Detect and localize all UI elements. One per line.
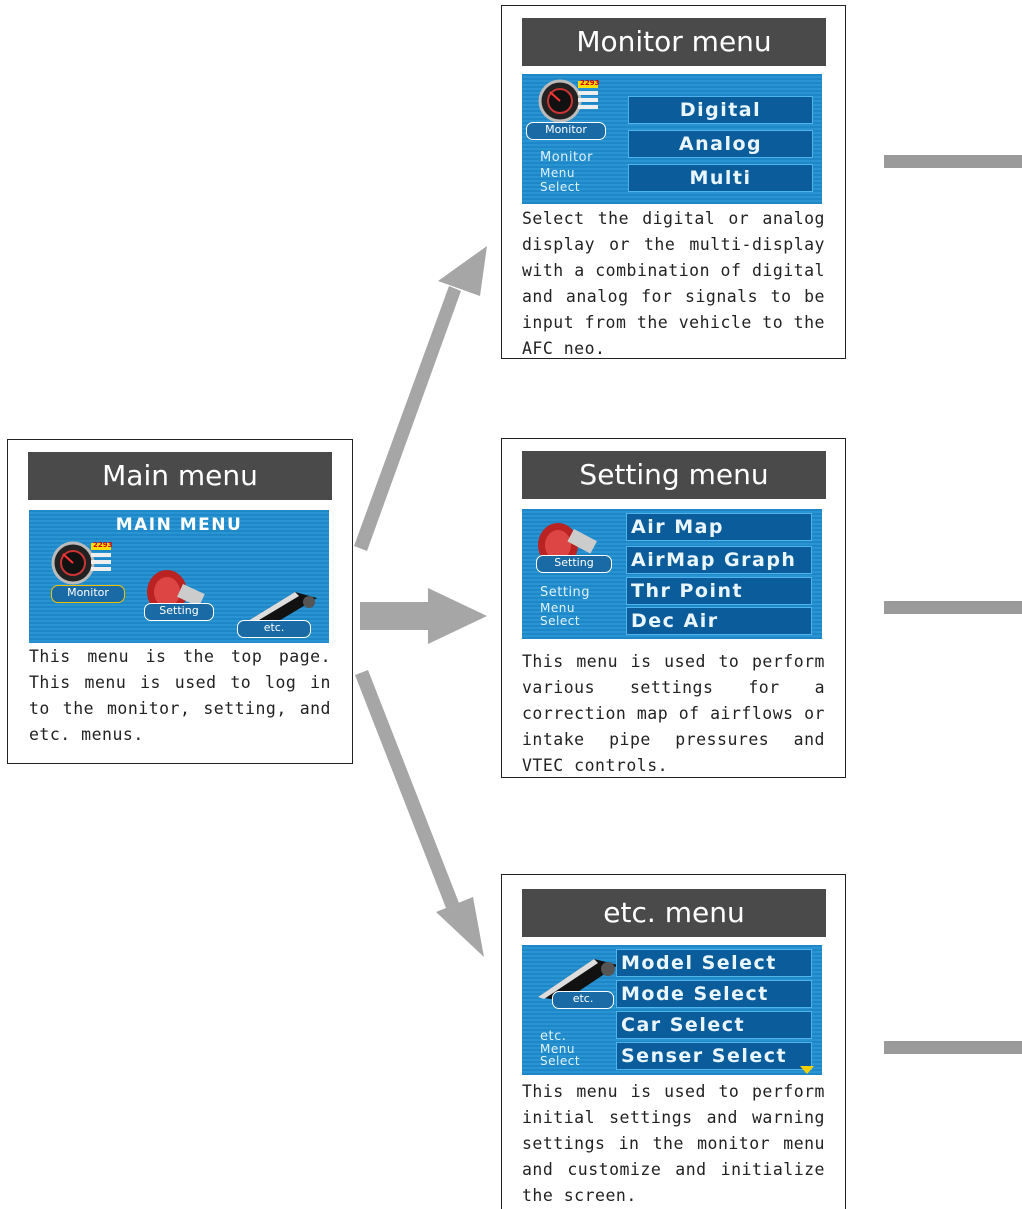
setting-icon-label[interactable]: Setting — [144, 603, 214, 621]
monitor-option-multi[interactable]: Multi — [628, 164, 813, 192]
monitor-side-label-2: Menu — [540, 166, 575, 180]
etc-connector-bar — [884, 1041, 1022, 1054]
car-unit-icon — [538, 959, 618, 1001]
main-gauge-readout: 2293 — [93, 541, 113, 549]
monitor-badge: Monitor — [526, 122, 606, 140]
car-unit-icon — [243, 592, 317, 628]
setting-option-dec-air[interactable]: Dec Air — [626, 607, 812, 635]
setting-option-air-map[interactable]: Air Map — [626, 513, 812, 541]
arrow-to-setting-icon — [360, 588, 487, 644]
etc-menu-card: etc. menu etc. etc. Menu Select Model Se… — [501, 874, 846, 1209]
setting-menu-description: This menu is used to perform various set… — [522, 652, 825, 775]
monitor-option-digital[interactable]: Digital — [628, 96, 813, 124]
arrow-to-etc-icon — [355, 670, 484, 957]
monitor-connector-bar — [884, 155, 1022, 168]
etc-option-car-select[interactable]: Car Select — [616, 1011, 812, 1039]
monitor-menu-description: Select the digital or analog display or … — [522, 209, 825, 358]
etc-badge: etc. — [552, 991, 614, 1009]
main-menu-description: This menu is the top page. This menu is … — [29, 647, 331, 744]
main-menu-title: Main menu — [28, 452, 332, 500]
gauge-icon — [51, 541, 111, 585]
setting-menu-title: Setting menu — [522, 451, 826, 499]
setting-badge: Setting — [536, 555, 612, 573]
etc-icon-label[interactable]: etc. — [237, 620, 311, 638]
setting-side-label-3: Select — [540, 614, 581, 628]
main-menu-card: Main menu MAIN MENU 2293 Monitor Setting — [7, 439, 353, 764]
monitor-menu-screen: 2293 Monitor Monitor Menu Select Digital… — [522, 74, 822, 204]
setting-option-thr-point[interactable]: Thr Point — [626, 577, 812, 605]
arrow-to-monitor-icon — [354, 246, 487, 551]
etc-side-label-1: etc. — [540, 1029, 567, 1044]
etc-menu-screen: etc. etc. Menu Select Model Select Mode … — [522, 945, 822, 1075]
etc-side-label-2: Menu — [540, 1042, 575, 1056]
setting-option-airmap-graph[interactable]: AirMap Graph — [626, 546, 812, 574]
etc-option-mode-select[interactable]: Mode Select — [616, 980, 812, 1008]
setting-menu-screen: Setting Setting Menu Select Air Map AirM… — [522, 509, 822, 639]
monitor-menu-card: Monitor menu 2293 Monitor Monitor Menu S… — [501, 5, 846, 359]
main-menu-screen[interactable]: MAIN MENU 2293 Monitor Setting etc. — [29, 510, 329, 643]
etc-side-label-3: Select — [540, 1054, 581, 1068]
monitor-option-analog[interactable]: Analog — [628, 130, 813, 158]
setting-menu-card: Setting menu Setting Setting Menu Select… — [501, 438, 846, 778]
scroll-down-icon[interactable] — [800, 1066, 814, 1074]
etc-option-senser-select[interactable]: Senser Select — [616, 1042, 812, 1070]
monitor-gauge-readout: 2293 — [580, 79, 600, 87]
main-menu-screen-heading: MAIN MENU — [115, 515, 243, 535]
monitor-side-label-1: Monitor — [540, 150, 593, 165]
gauge-icon — [538, 79, 598, 123]
etc-option-model-select[interactable]: Model Select — [616, 949, 812, 977]
setting-side-label-2: Menu — [540, 601, 575, 615]
monitor-menu-title: Monitor menu — [522, 18, 826, 66]
setting-connector-bar — [884, 601, 1022, 614]
monitor-side-label-3: Select — [540, 180, 581, 194]
etc-menu-description: This menu is used to perform initial set… — [522, 1082, 825, 1205]
setting-side-label-1: Setting — [540, 585, 591, 600]
etc-menu-title: etc. menu — [522, 889, 826, 937]
monitor-icon-label[interactable]: Monitor — [51, 585, 125, 603]
